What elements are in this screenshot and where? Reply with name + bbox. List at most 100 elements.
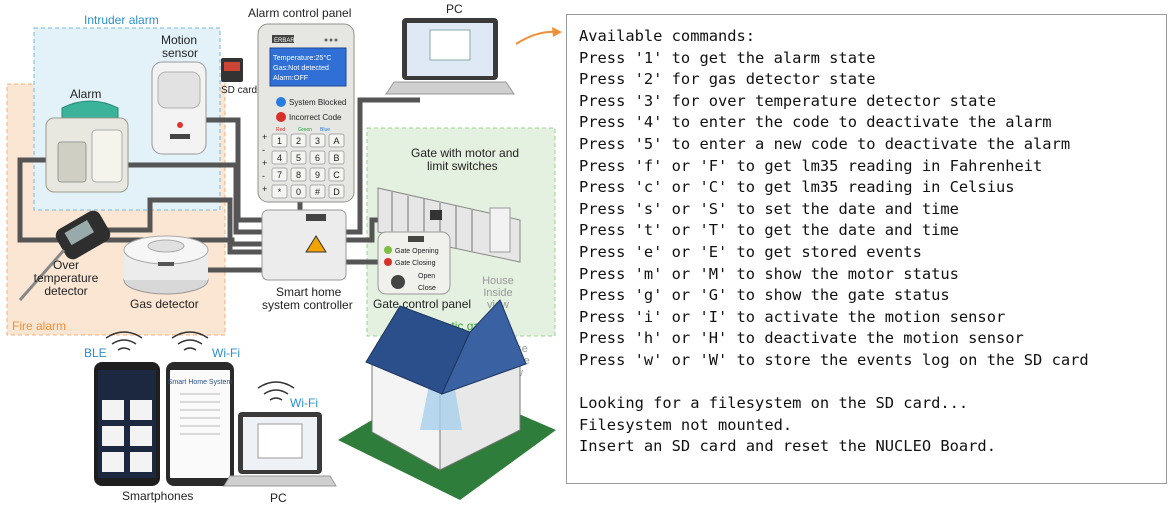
controller-label-2: system controller: [262, 298, 353, 312]
wifi-waves-ble: [105, 331, 143, 351]
keypad-key: [328, 150, 345, 165]
gas-detector: [123, 235, 209, 295]
keypad: 1 2 3 A 4 5 6 B 7 8 9 C * 0 # D: [271, 133, 345, 199]
panel-brand: ERBAR: [274, 38, 295, 44]
keypad-key-label: 6: [315, 153, 320, 163]
key-color-red: Red: [276, 127, 285, 133]
keypad-key: [271, 150, 288, 165]
wifi-phone-label: Wi-Fi: [212, 346, 240, 360]
over-temp-label-3: detector: [44, 284, 87, 298]
gate-motor-label-1: Gate with motor and: [411, 146, 519, 160]
motion-sensor: [151, 61, 207, 155]
polarity-sign: -: [262, 145, 265, 155]
gate-control-panel-label: Gate control panel: [373, 297, 471, 311]
keypad-key-label: 3: [315, 136, 320, 146]
terminal-line: Press 'w' or 'W' to store the events log…: [579, 350, 1089, 369]
key-color-green: Green: [298, 127, 312, 133]
terminal-line: Press 'h' or 'H' to deactivate the motio…: [579, 329, 1024, 348]
motion-sensor-label-1: Motion: [161, 33, 197, 47]
pc-bottom-label: PC: [270, 491, 287, 505]
smartphones-label: Smartphones: [122, 489, 193, 503]
terminal-line: Press 'g' or 'G' to show the gate status: [579, 286, 950, 305]
keypad-key-label: #: [315, 187, 320, 197]
intruder-alarm-label: Intruder alarm: [84, 13, 159, 27]
house-illustration: [338, 299, 556, 500]
lcd-line-2: Gas:Not detected: [273, 63, 329, 72]
keypad-key: [290, 184, 307, 199]
pc-terminal-arrow: [515, 30, 559, 45]
keypad-key: [290, 167, 307, 182]
terminal-line: Press 'c' or 'C' to get lm35 reading in …: [579, 178, 1015, 197]
pc-top-laptop: [385, 18, 515, 95]
gate-control-panel: Gate Opening Gate Closing Open Close: [377, 231, 451, 295]
gate-open-label: Open: [418, 273, 435, 280]
command-list: Available commands:Press '1' to get the …: [579, 26, 1166, 372]
system-diagram: Intruder alarm Fire alarm Automatic gate…: [6, 2, 562, 505]
incorrect-code-led: [276, 112, 286, 122]
keypad-key: [290, 133, 307, 148]
keypad-key-label: 4: [277, 153, 282, 163]
ble-label: BLE: [84, 346, 107, 360]
house-inside-label-2: Inside: [483, 287, 512, 299]
terminal-line: Press '5' to enter a new code to deactiv…: [579, 134, 1071, 153]
keypad-key: [271, 167, 288, 182]
keypad-key-label: 0: [296, 187, 301, 197]
gate-closing-led: [384, 258, 392, 266]
alarm-control-panel-label: Alarm control panel: [248, 6, 351, 20]
gate-closing-label: Gate Closing: [395, 260, 436, 267]
keypad-key: [290, 150, 307, 165]
system-blocked-label: System Blocked: [289, 98, 346, 107]
polarity-sign: +: [262, 158, 267, 168]
controller-label-1: Smart home: [276, 285, 342, 299]
gas-detector-label: Gas detector: [130, 297, 199, 311]
smartphone-2: Smart Home System: [166, 362, 234, 486]
serial-terminal: Available commands:Press '1' to get the …: [566, 14, 1167, 484]
keypad-key: [309, 150, 326, 165]
terminal-line: Press '4' to enter the code to deactivat…: [579, 113, 1052, 132]
keypad-key-label: 5: [296, 153, 301, 163]
motion-sensor-label-2: sensor: [162, 46, 198, 60]
alarm-control-panel: ERBAR Temperature:25°C Gas:Not detected …: [257, 23, 355, 203]
sd-card-icon: [221, 58, 243, 82]
gate-opening-led: [384, 246, 392, 254]
gate-knob: [391, 275, 405, 289]
gate-opening-label: Gate Opening: [395, 248, 439, 255]
wifi-waves-pc: [257, 381, 295, 401]
keypad-key-label: D: [333, 187, 340, 197]
gate-close-label: Close: [418, 285, 436, 292]
keypad-key: [328, 167, 345, 182]
keypad-key-label: 1: [277, 136, 282, 146]
keypad-key-label: 2: [296, 136, 301, 146]
system-blocked-led: [276, 97, 286, 107]
keypad-key-label: *: [278, 187, 282, 197]
keypad-key-label: 8: [296, 170, 301, 180]
keypad-key-label: 7: [277, 170, 282, 180]
keypad-key: [328, 133, 345, 148]
keypad-key: [309, 133, 326, 148]
keypad-key-label: A: [333, 136, 339, 146]
fire-alarm-label: Fire alarm: [12, 319, 66, 333]
terminal-line: Press '3' for over temperature detector …: [579, 91, 996, 110]
wifi-pc-label: Wi-Fi: [290, 396, 318, 410]
smartphone-1: [94, 362, 160, 486]
phone-app-title: Smart Home System: [168, 379, 233, 386]
keypad-key-label: 9: [315, 170, 320, 180]
pc-bottom-laptop: [223, 412, 337, 487]
keypad-key: [271, 133, 288, 148]
keypad-key-label: B: [333, 153, 339, 163]
terminal-line: Press 'i' or 'I' to activate the motion …: [579, 307, 1006, 326]
gate-motor-label-2: limit switches: [427, 159, 498, 173]
lcd-line-3: Alarm:OFF: [273, 73, 309, 82]
house-inside-label-1: House: [482, 275, 514, 287]
polarity-sign: +: [262, 184, 267, 194]
keypad-key-label: C: [333, 170, 340, 180]
terminal-status-line: Looking for a filesystem on the SD card.…: [579, 394, 969, 413]
incorrect-code-label: Incorrect Code: [289, 113, 342, 122]
over-temp-label-1: Over: [53, 258, 79, 272]
arrow-head: [552, 27, 562, 37]
terminal-line: Press '1' to get the alarm state: [579, 48, 876, 67]
wifi-waves-phone: [171, 331, 209, 351]
lcd-screen: [269, 47, 347, 87]
terminal-line: Press '2' for gas detector state: [579, 70, 876, 89]
lcd-line-1: Temperature:25°C: [273, 53, 331, 62]
